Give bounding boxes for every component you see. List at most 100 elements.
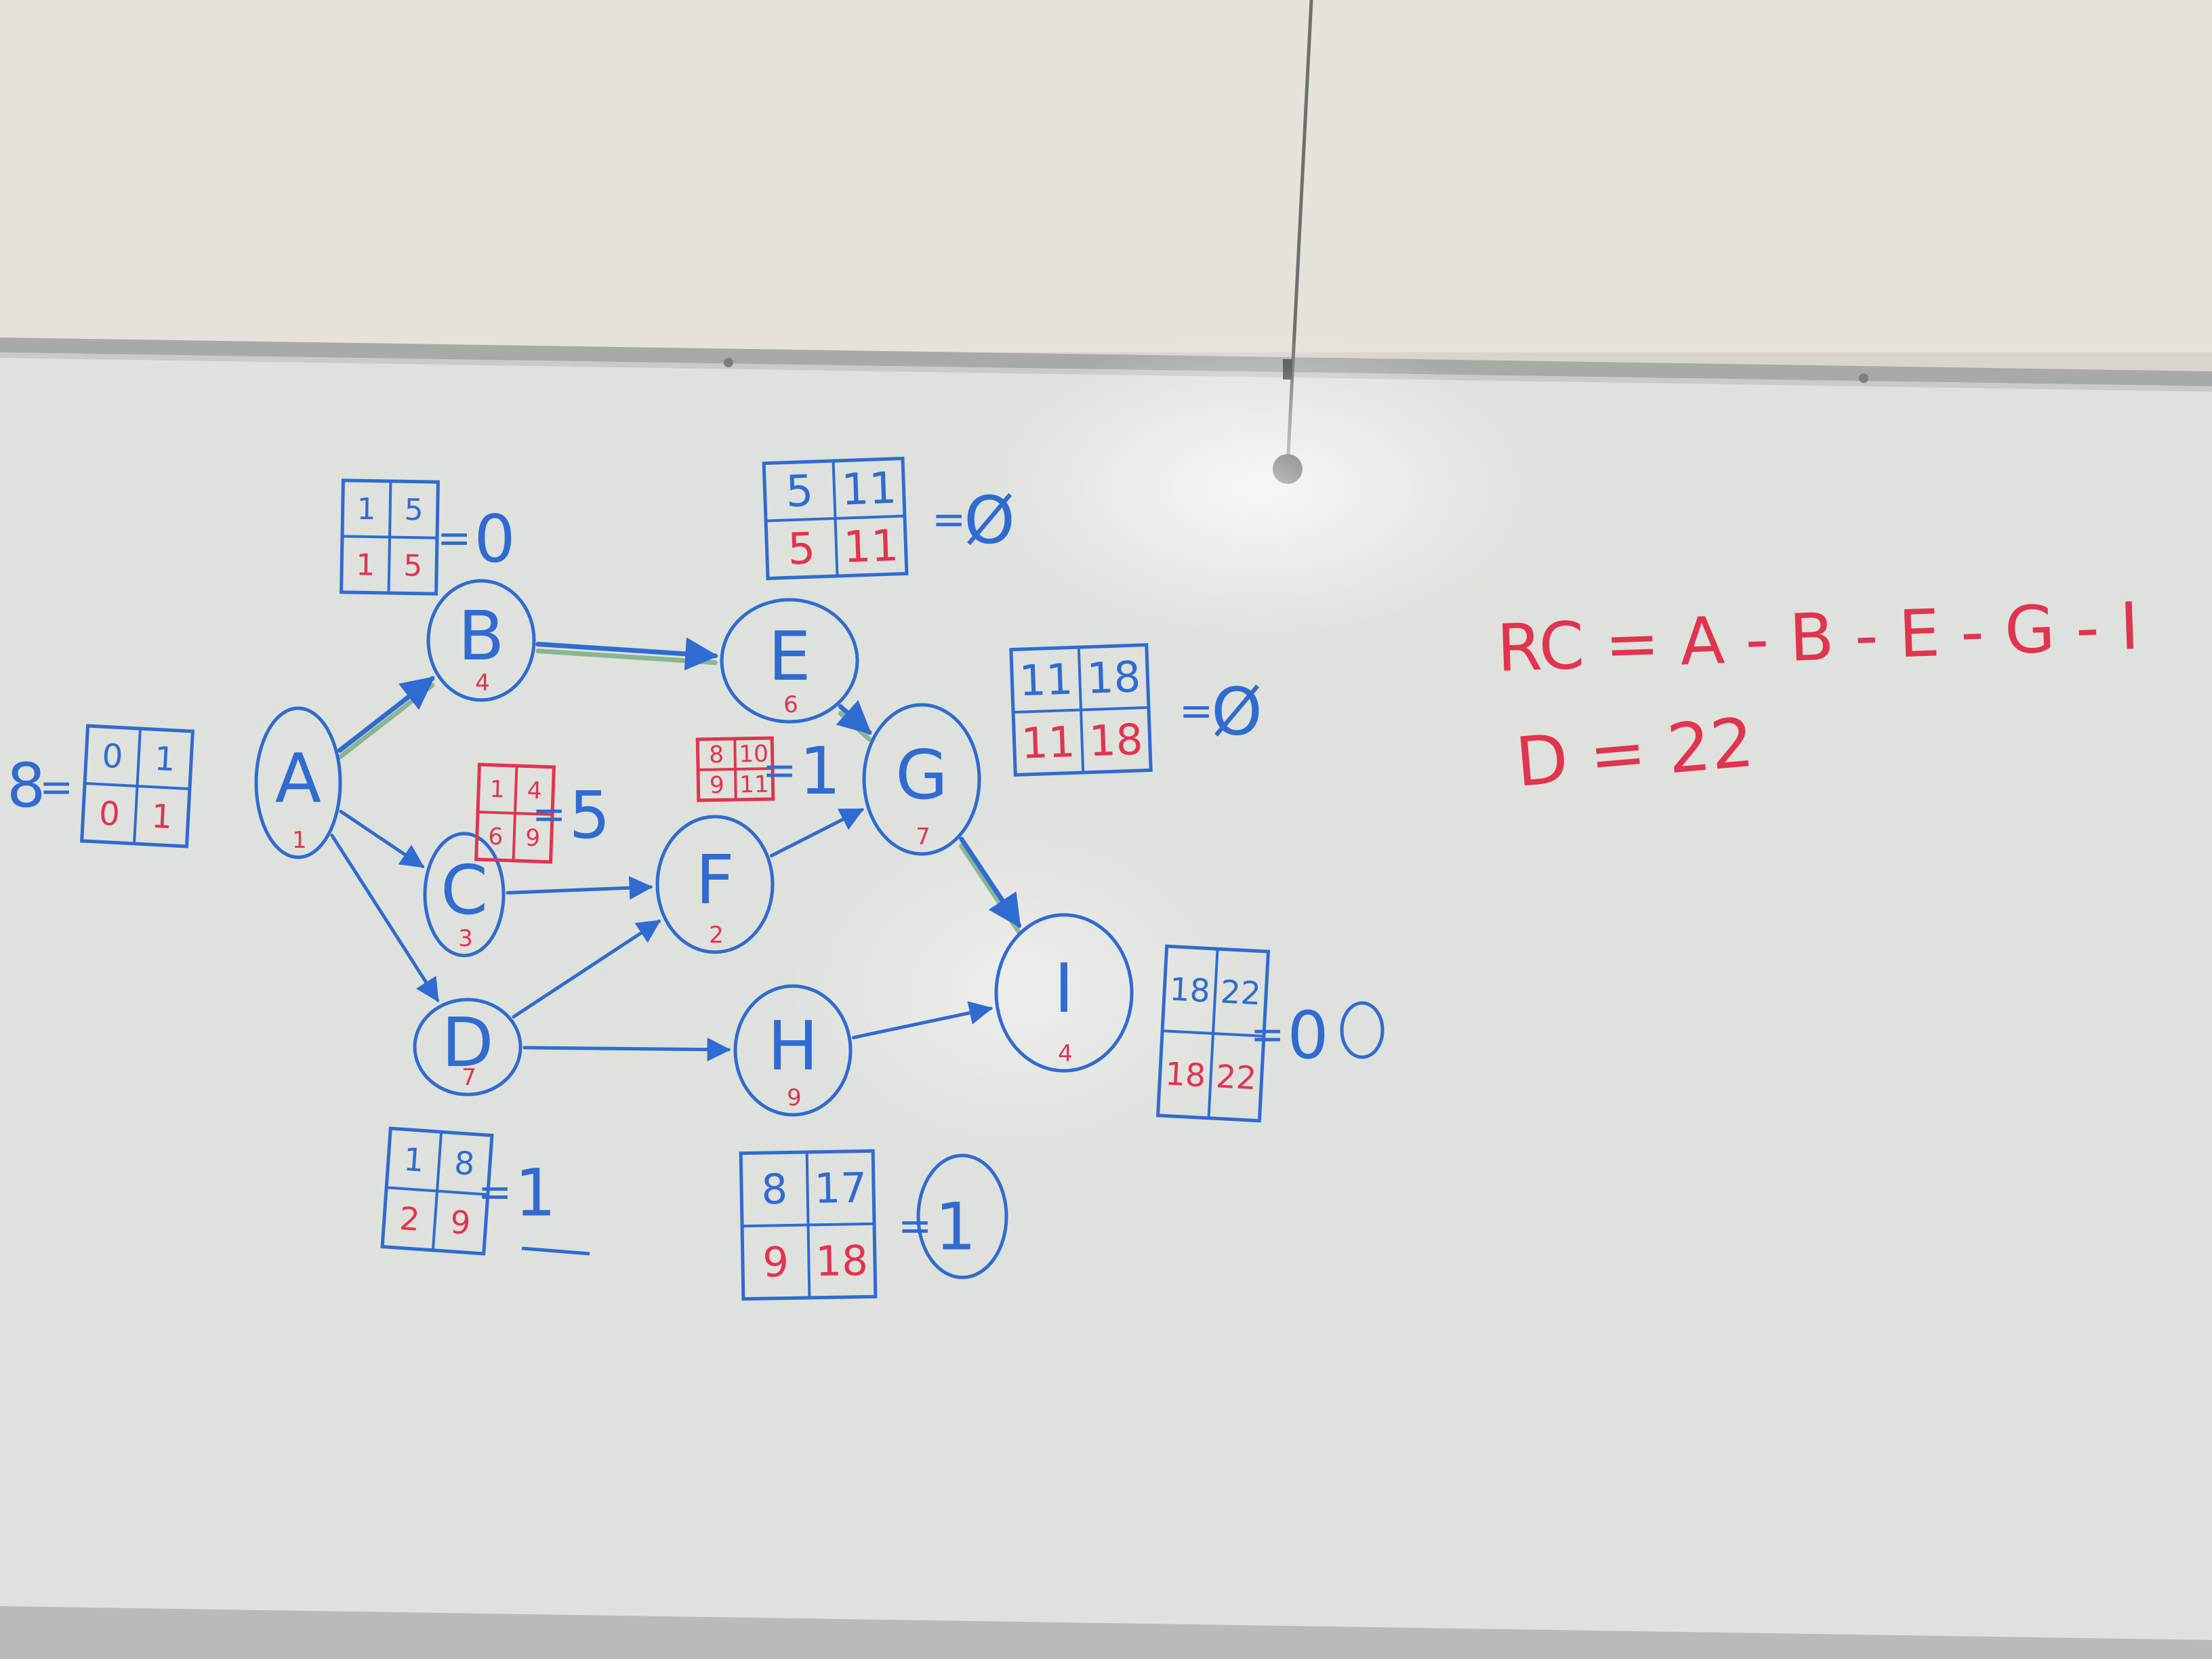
equals-sign: = — [437, 515, 471, 562]
table-divider — [1012, 706, 1149, 714]
early-finish-value: 1 — [154, 740, 177, 779]
table-divider — [765, 514, 905, 523]
table-divider — [697, 767, 773, 771]
late-start-value: 2 — [398, 1200, 422, 1239]
node-duration: 7 — [462, 1064, 476, 1091]
node-circle — [254, 706, 342, 859]
node-A: A1 — [254, 706, 342, 859]
node-circle — [733, 984, 853, 1117]
node-D: D7 — [413, 998, 523, 1097]
early-finish-value: 10 — [739, 741, 769, 769]
wall — [0, 0, 2212, 352]
late-start-value: 11 — [1021, 717, 1076, 769]
table-divider — [342, 535, 438, 539]
late-finish-value: 22 — [1215, 1058, 1257, 1097]
node-circle — [994, 913, 1134, 1073]
slack-underline-D — [521, 1246, 590, 1256]
equals-sign: = — [1179, 688, 1213, 735]
edge-H-I — [851, 1001, 994, 1040]
early-start-value: 8 — [709, 741, 724, 769]
late-finish-value: 1 — [150, 798, 173, 837]
slack-value: 1 — [799, 733, 840, 809]
early-finish-value: 11 — [840, 464, 897, 516]
early-finish-value: 17 — [814, 1164, 867, 1213]
late-start-value: 6 — [488, 823, 504, 851]
node-label: F — [695, 840, 735, 920]
edge-E-G — [836, 699, 872, 735]
node-B: B4 — [426, 579, 536, 702]
early-finish-value: 18 — [1086, 652, 1141, 703]
equals-sign: = — [532, 791, 566, 838]
early-start-value: 1 — [356, 492, 376, 527]
table-prefix: 8 — [7, 750, 45, 821]
node-duration: 1 — [292, 827, 307, 854]
node-label: E — [768, 617, 811, 696]
slack-value: Ø — [964, 483, 1015, 558]
node-circle — [655, 815, 775, 954]
node-label: I — [1054, 949, 1074, 1028]
light-glare — [976, 332, 1545, 644]
node-duration: 9 — [787, 1084, 802, 1111]
table-divider — [386, 1186, 488, 1196]
slack-circle-H — [916, 1153, 1008, 1279]
node-duration: 3 — [458, 925, 473, 952]
table-divider — [477, 811, 553, 816]
node-circle — [423, 832, 506, 958]
edge-D-H — [523, 1038, 731, 1062]
node-duration: 6 — [783, 691, 798, 718]
early-finish-value: 5 — [404, 493, 424, 527]
early-start-value: 1 — [403, 1141, 426, 1180]
table-divider — [1162, 1029, 1265, 1038]
late-start-value: 9 — [762, 1238, 790, 1287]
node-circle — [862, 703, 981, 856]
late-finish-value: 5 — [403, 548, 423, 583]
edge-A-D — [330, 834, 440, 1002]
node-G: G7 — [862, 703, 981, 856]
late-finish-value: 11 — [842, 521, 899, 573]
node-label: G — [895, 735, 948, 815]
node-label: H — [767, 1006, 818, 1086]
light-glare — [786, 813, 1247, 1166]
slack-value: 1 — [514, 1155, 556, 1231]
equals-sign: = — [932, 496, 966, 544]
early-finish-value: 4 — [527, 777, 542, 805]
node-duration: 4 — [1058, 1040, 1073, 1067]
early-start-value: 5 — [785, 466, 814, 517]
rail-screw — [724, 358, 733, 367]
slack-value: 0 — [1287, 998, 1328, 1073]
node-label: A — [275, 739, 321, 818]
late-finish-value: 18 — [815, 1237, 869, 1286]
late-finish-value: 9 — [449, 1204, 472, 1242]
early-start-value: 0 — [101, 737, 124, 777]
late-finish-value: 18 — [1088, 714, 1144, 766]
node-F: F2 — [655, 815, 775, 954]
table-divider — [741, 1222, 875, 1228]
node-duration: 7 — [916, 823, 930, 851]
edge-C-F — [506, 876, 653, 900]
late-start-value: 0 — [98, 795, 121, 834]
slack-circle-I — [1340, 1001, 1385, 1059]
node-label: C — [441, 851, 488, 930]
node-circle — [426, 579, 536, 702]
node-I: I4 — [994, 913, 1134, 1073]
edge-F-G — [769, 808, 865, 858]
equals-sign: = — [39, 764, 73, 811]
late-start-value: 5 — [787, 524, 816, 575]
edge-B-E — [535, 637, 719, 671]
edge-A-C — [339, 809, 425, 869]
edge-G-I — [959, 836, 1022, 928]
table-divider — [85, 781, 190, 791]
late-finish-value: 11 — [739, 771, 769, 799]
early-start-value: 18 — [1169, 971, 1211, 1010]
network-edges — [330, 637, 1022, 1062]
late-finish-value: 9 — [525, 825, 541, 853]
